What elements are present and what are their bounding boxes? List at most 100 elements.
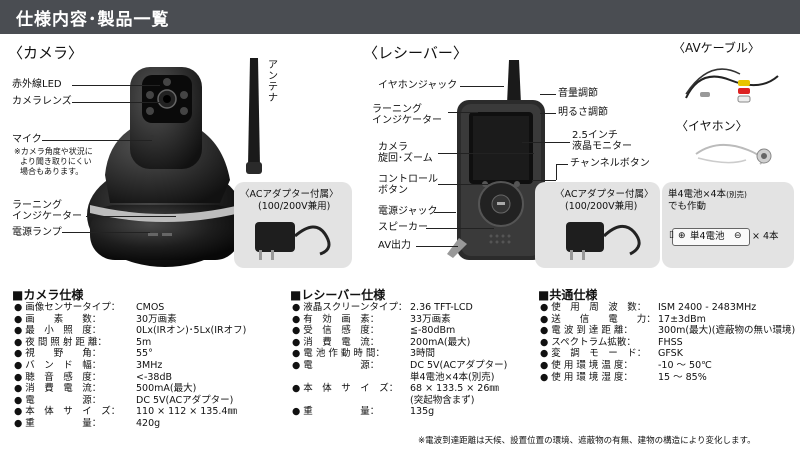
brightness-label: 明るさ調節 — [558, 107, 608, 118]
av-out-label: AV出力 — [378, 240, 412, 251]
spec-value: GFSK — [658, 348, 683, 360]
battery-text-1: 単4電池×4本(別売) — [668, 189, 747, 200]
camera-spec-title: ■カメラ仕様 — [12, 288, 84, 302]
spec-row: ● 使 用 環 境 温 度：-10 ～ 50℃ — [540, 360, 795, 372]
earphone-heading: 〈イヤホン〉 — [676, 119, 748, 133]
mic-note-3: 場合もあります。 — [20, 167, 84, 176]
speaker-label: スピーカー — [378, 222, 428, 233]
spec-key: ● 変 調 モ ー ド： — [540, 348, 647, 360]
spec-row: ● 画像センサータイプ：CMOS — [14, 302, 246, 314]
spec-row: ● 重 量：420g — [14, 418, 246, 430]
spec-value: FHSS — [658, 336, 683, 348]
spec-key: ● 重 量： — [292, 406, 380, 418]
spec-row: (突起物含まず) — [292, 395, 507, 407]
spec-row: ● 夜 間 照 射 距 離：5m — [14, 337, 246, 349]
spec-key: ● 視 野 角： — [14, 348, 102, 360]
spec-value: ISM 2400 - 2483MHz — [658, 302, 757, 313]
spec-row: ● 使 用 環 境 湿 度：15 ～ 85% — [540, 372, 795, 384]
battery-terminal-icon: ▯ — [669, 230, 674, 240]
spec-key: ● 電 源： — [292, 359, 380, 371]
spec-value: 68 × 133.5 × 26㎜ — [410, 383, 499, 395]
camera-antenna-image — [246, 58, 262, 174]
spec-value: 単4電池×4本(別売) — [410, 371, 495, 383]
page-title: 仕様内容･製品一覧 — [16, 10, 170, 30]
receiver-camera-label-1: カメラ — [378, 142, 408, 153]
spec-key: ● 消 費 電 流： — [292, 336, 380, 348]
receiver-pairing-label-1: ラーニング — [372, 104, 422, 115]
spec-key: ● 本 体 サ イ ズ： — [292, 383, 399, 395]
spec-key — [292, 372, 410, 384]
mic-note-2: より聞き取りにくい — [20, 157, 92, 166]
spec-row: ● 送 信 電 力：17±3dBm — [540, 314, 795, 326]
battery-text-2: でも作動 — [668, 201, 707, 212]
av-cable-heading: 〈AVケーブル〉 — [673, 41, 760, 55]
spec-row: ● 画 素 数：30万画素 — [14, 314, 246, 326]
battery-box — [662, 182, 794, 268]
spec-value: <-38dB — [136, 371, 173, 383]
power-jack-label: 電源ジャック — [378, 206, 438, 217]
spec-key: ● スペクトラム拡散： — [540, 336, 636, 348]
spec-value: 110 × 112 × 135.4㎜ — [136, 406, 237, 418]
battery-count: × 4本 — [752, 231, 779, 242]
spec-key: ● 画 素 数： — [14, 313, 102, 325]
camera-adapter-image — [255, 222, 331, 260]
control-button-label-2: ボタン — [378, 185, 408, 196]
monitor-label-1: 2.5インチ — [572, 130, 618, 141]
receiver-adapter-label-2: (100/200V兼用) — [565, 201, 638, 212]
camera-adapter-label-1: 〈ACアダプター付属〉 — [240, 189, 339, 200]
spec-value: 55° — [136, 348, 153, 360]
spec-row: ● 電 源：DC 5V(ACアダプター) — [14, 395, 246, 407]
spec-key: ● 送 信 電 力： — [540, 313, 656, 325]
camera-pairing-label-1: ラーニング — [12, 200, 62, 211]
spec-row: ● 消 費 電 流： 200mA(最大) — [292, 337, 507, 349]
spec-row: ● 電 池 作 動 時 間：3時間 — [292, 348, 507, 360]
earphone-jack-label: イヤホンジャック — [378, 80, 458, 91]
spec-key: ● 使 用 周 波 数： — [540, 302, 647, 313]
spec-value: 300m(最大)(遮蔽物の無い環境) — [658, 325, 796, 337]
battery-plus-icon: ⊕ — [678, 231, 686, 241]
spec-key: ● 使 用 環 境 温 度： — [540, 359, 633, 371]
spec-value: CMOS — [136, 302, 165, 313]
spec-row: ● 電 源：DC 5V(ACアダプター) — [292, 360, 507, 372]
spec-row: ● 使 用 周 波 数： ISM 2400 - 2483MHz — [540, 302, 795, 314]
spec-key: ● 最 小 照 度： — [14, 325, 102, 337]
mic-note-1: ※カメラ角度や状況に — [14, 147, 93, 156]
spec-row: 単4電池×4本(別売) — [292, 372, 507, 384]
spec-key: ● 受 信 感 度： — [292, 325, 380, 337]
camera-heading: 〈カメラ〉 — [8, 44, 84, 62]
receiver-adapter-label-1: 〈ACアダプター付属〉 — [555, 189, 654, 200]
spec-value: 420g — [136, 417, 161, 429]
camera-pairing-label-2: インジケーター — [12, 211, 82, 222]
receiver-camera-label-2: 旋回･ズーム — [378, 153, 433, 164]
spec-key: ● 聴 音 感 度： — [14, 371, 102, 383]
power-lamp-label: 電源ランプ — [12, 227, 62, 238]
spec-row: ● 重 量：135g — [292, 406, 507, 418]
ir-led-label: 赤外線LED — [12, 79, 62, 90]
spec-value: (突起物含まず) — [410, 394, 475, 406]
spec-value: 200mA(最大) — [410, 336, 471, 348]
spec-row: ● 本 体 サ イ ズ： 110 × 112 × 135.4㎜ — [14, 406, 246, 418]
spec-value: 0Lx(IRオン)･5Lx(IRオフ) — [136, 325, 247, 337]
camera-lens-label: カメラレンズ — [12, 96, 72, 107]
antenna-label: アンテナ — [268, 60, 278, 104]
spec-row: ● 液晶スクリーンタイプ：2.36 TFT-LCD — [292, 302, 507, 314]
spec-row: ● 有 効 画 素：33万画素 — [292, 314, 507, 326]
header-bar — [0, 0, 800, 34]
spec-value: 17±3dBm — [658, 313, 706, 325]
receiver-spec-list: ● 液晶スクリーンタイプ：2.36 TFT-LCD● 有 効 画 素：33万画素… — [292, 302, 507, 418]
spec-row: ● 視 野 角： 55° — [14, 348, 246, 360]
spec-row: ● スペクトラム拡散： FHSS — [540, 337, 795, 349]
control-button-label-1: コントロール — [378, 174, 438, 185]
spec-row: ● 聴 音 感 度： <-38dB — [14, 372, 246, 384]
battery-cell — [672, 228, 750, 246]
av-cable-image — [685, 68, 779, 103]
spec-row: ● 最 小 照 度： 0Lx(IRオン)･5Lx(IRオフ) — [14, 325, 246, 337]
receiver-adapter-image — [566, 222, 641, 260]
battery-cell-label: 単4電池 — [690, 231, 725, 242]
spec-row: ● 電 波 到 達 距 離：300m(最大)(遮蔽物の無い環境) — [540, 325, 795, 337]
receiver-pairing-label-2: インジケーター — [372, 115, 442, 126]
battery-minus-icon: ⊖ — [734, 231, 742, 241]
camera-adapter-label-2: (100/200V兼用) — [258, 201, 331, 212]
spec-key: ● 本 体 サ イ ズ： — [14, 406, 121, 418]
spec-row: ● バ ン ド 幅：3MHz — [14, 360, 246, 372]
